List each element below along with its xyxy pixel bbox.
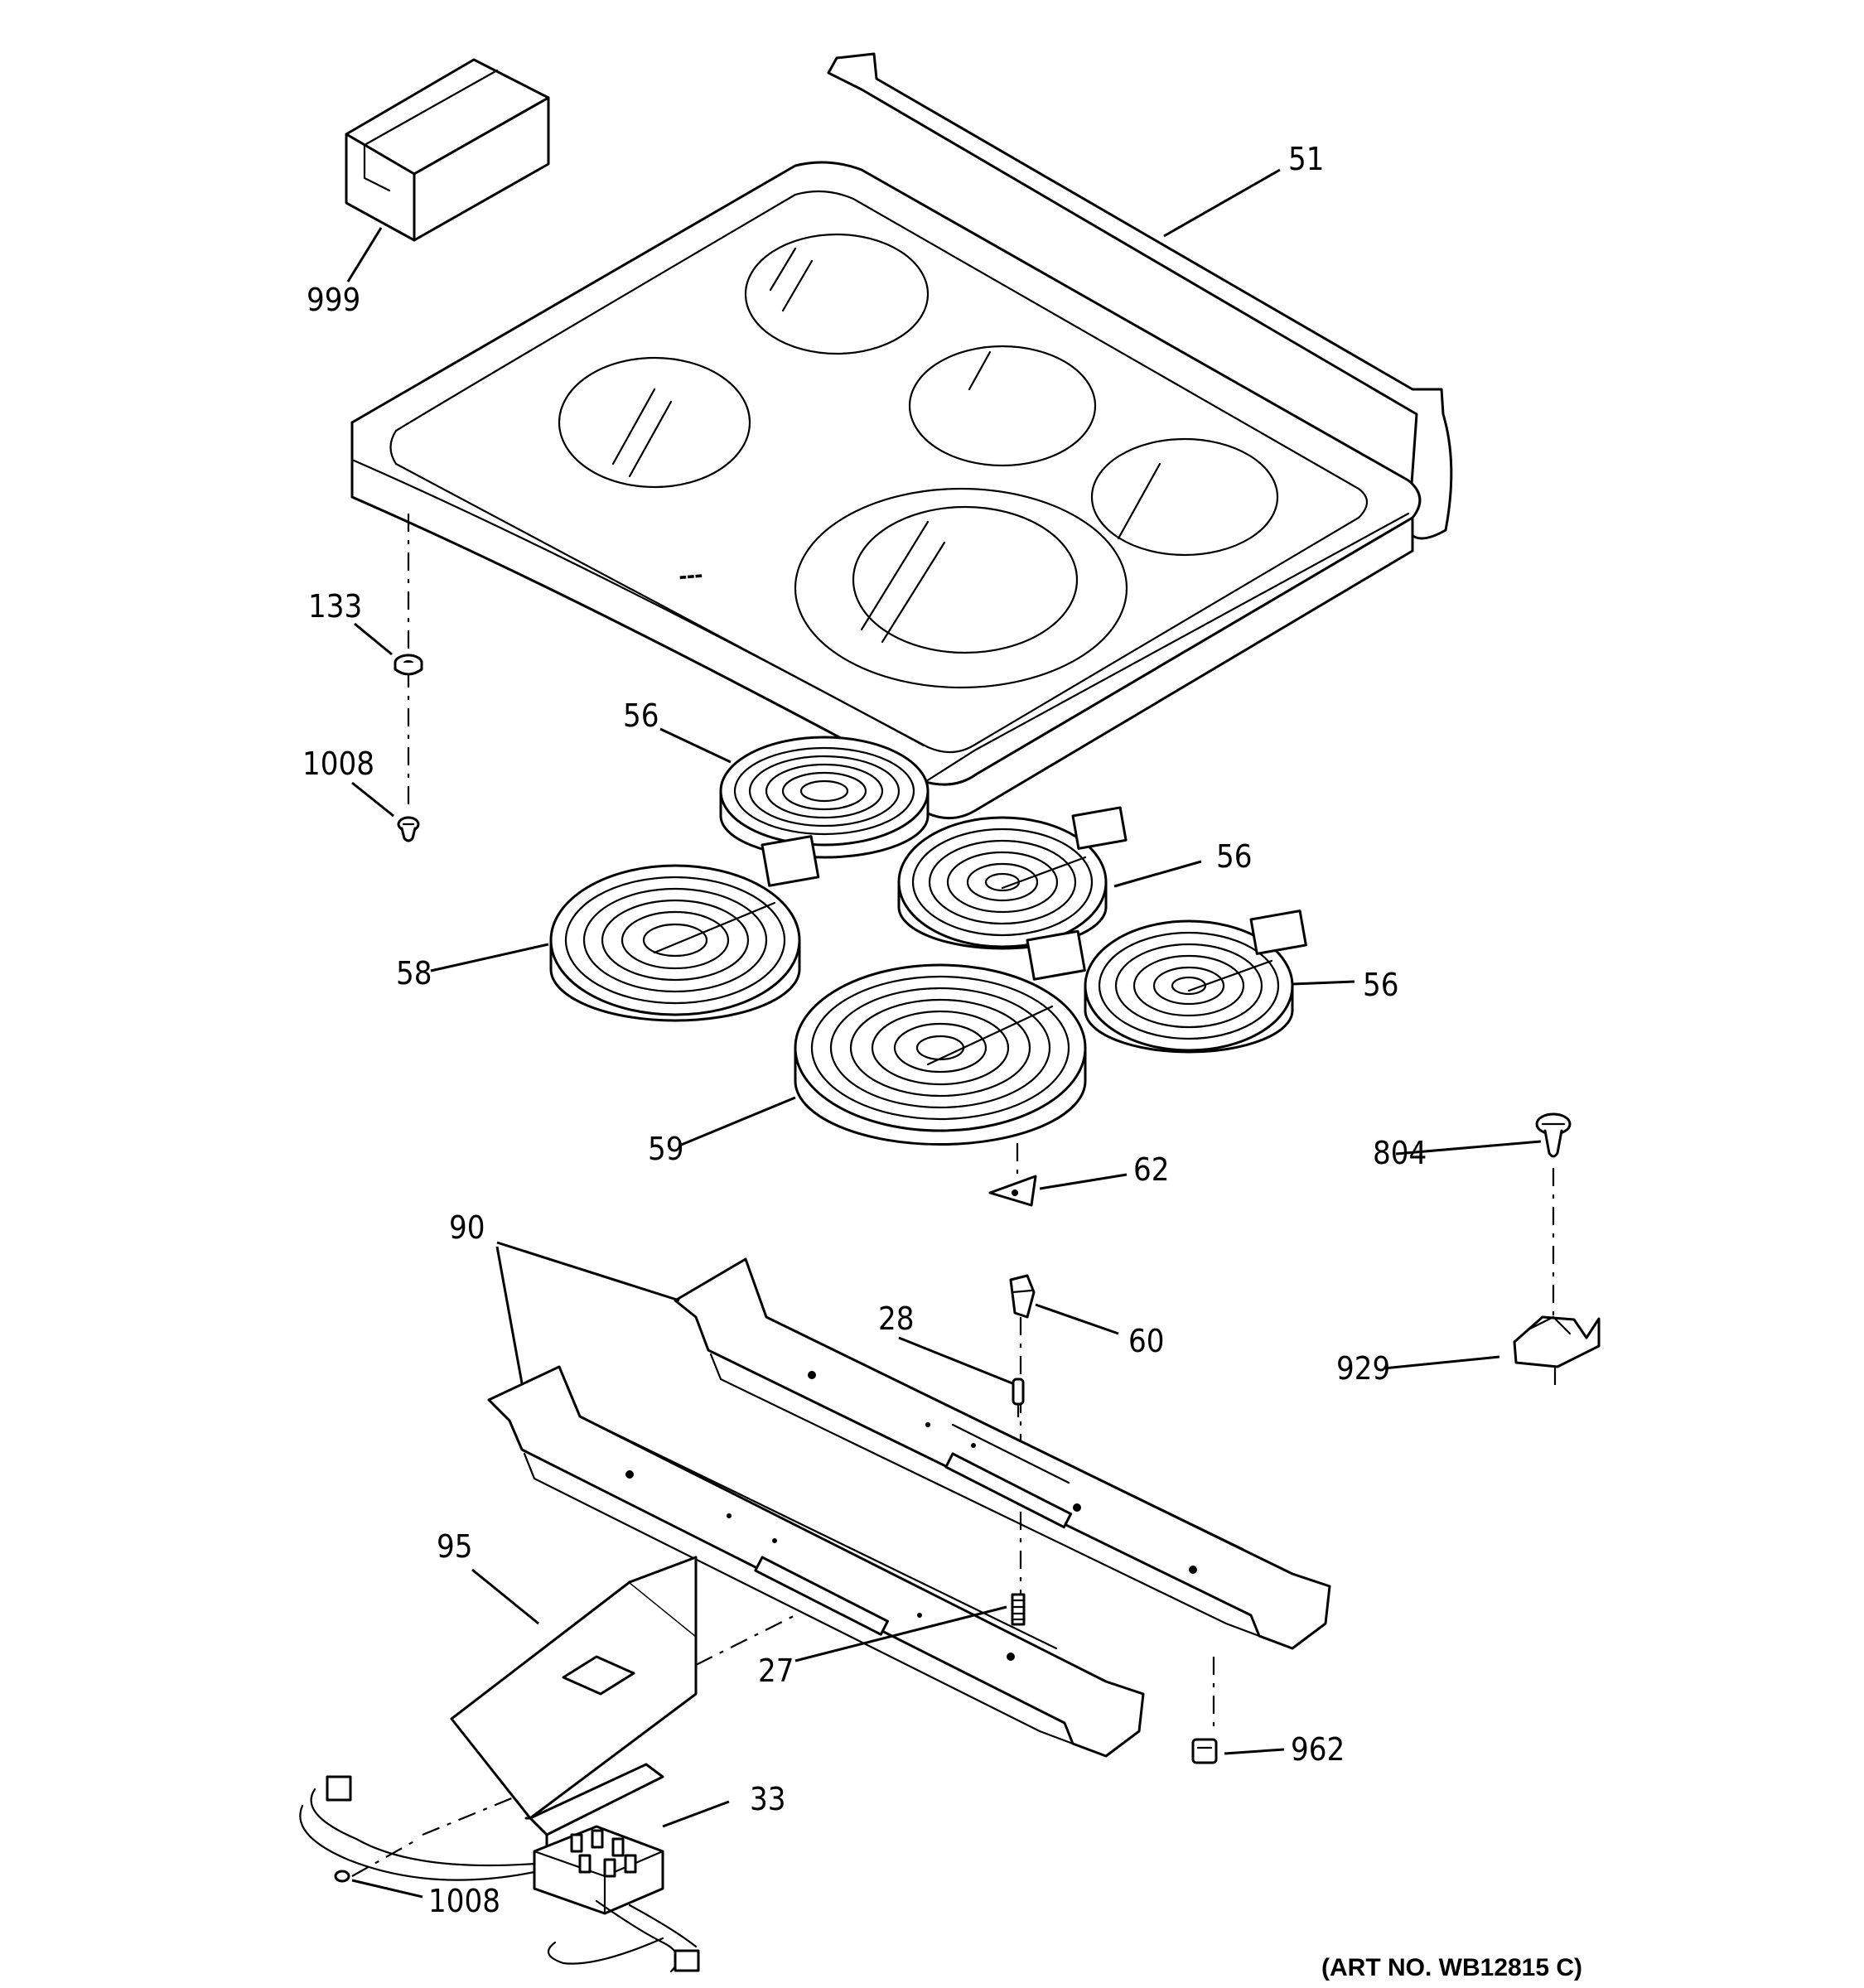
callout-51: 51 (1288, 141, 1325, 177)
callout-1008: 1008 (302, 746, 374, 782)
callout-962: 962 (1291, 1731, 1345, 1768)
cover (450, 1556, 796, 1820)
screw (334, 1838, 419, 1883)
callout-90: 90 (449, 1209, 485, 1246)
clip (1009, 1274, 1036, 1319)
callout-133: 133 (308, 588, 362, 625)
spring (1011, 1593, 1026, 1626)
callout-1008: 1008 (428, 1883, 500, 1919)
callout-56: 56 (1216, 838, 1253, 875)
callout-95: 95 (437, 1528, 473, 1565)
callout-28: 28 (878, 1300, 915, 1337)
callout-59: 59 (648, 1131, 684, 1167)
cooktop-glass: ▬▬▬ (350, 52, 1453, 820)
svg-text:▬▬▬: ▬▬▬ (678, 572, 703, 582)
callout-27: 27 (758, 1653, 794, 1689)
spacer (394, 654, 423, 676)
radiant-element (719, 736, 930, 859)
clip-nut (1191, 1738, 1218, 1764)
channel-support (674, 1257, 1331, 1650)
callout-33: 33 (750, 1781, 786, 1817)
bracket (988, 1175, 1037, 1207)
callout-62: 62 (1133, 1151, 1170, 1188)
callout-58: 58 (396, 955, 432, 992)
radiant-element (1084, 910, 1307, 1054)
package-box (345, 58, 550, 242)
screw (1535, 1112, 1572, 1158)
callout-56: 56 (1363, 967, 1399, 1003)
leader-lines (346, 168, 1542, 1899)
callout-56: 56 (623, 697, 659, 734)
sensor (1012, 1378, 1025, 1418)
channel-support (487, 1365, 1145, 1758)
callout-929: 929 (1336, 1350, 1390, 1387)
clip (1513, 1315, 1601, 1368)
terminal-block-harness (299, 1763, 700, 1973)
callout-804: 804 (1373, 1135, 1427, 1171)
callout-999: 999 (307, 282, 360, 318)
callout-60: 60 (1128, 1323, 1165, 1359)
radiant-element-dual (549, 835, 820, 1022)
screw (397, 816, 420, 842)
radiant-element-triple (794, 929, 1087, 1146)
callout-labels: 999 51 133 1008 56 56 56 58 59 62 804 90… (302, 141, 1427, 1919)
art-number: (ART NO. WB12815 C) (1321, 1954, 1582, 1981)
radiant-element (897, 806, 1128, 950)
